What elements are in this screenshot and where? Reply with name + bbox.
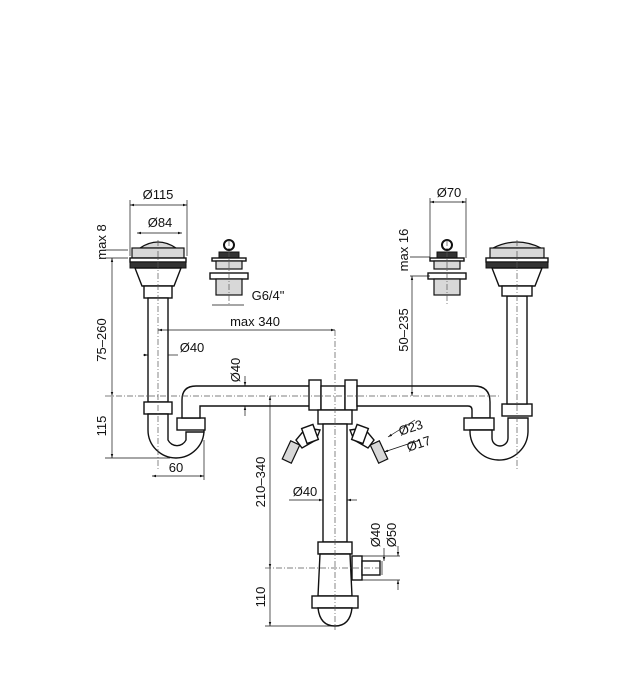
label-trap-offset: 60: [169, 460, 183, 475]
label-max-distance: max 340: [230, 314, 280, 329]
label-left-pipe-diameter: Ø40: [180, 340, 205, 355]
label-right-height: 50–235: [396, 308, 411, 351]
label-outlet-inner: Ø40: [368, 523, 383, 548]
label-left-strainer-inner: Ø84: [148, 215, 173, 230]
label-trap-height: 115: [94, 416, 109, 437]
label-bottle-trap-height: 110: [253, 587, 268, 608]
label-hose-outer: Ø23: [397, 417, 425, 439]
label-hose-inner: Ø17: [405, 433, 433, 455]
right-trap: [356, 295, 533, 461]
label-plug-thread: G6/4": [252, 288, 285, 303]
label-left-strainer-outer: Ø115: [143, 187, 174, 202]
label-right-plug-diameter: Ø70: [437, 185, 462, 200]
label-vertical-range: 210–340: [253, 457, 268, 508]
label-right-flange: max 16: [396, 229, 411, 272]
label-left-flange: max 8: [94, 224, 109, 259]
left-hose-connector: [281, 423, 321, 464]
label-vertical-pipe-diameter: Ø40: [293, 484, 318, 499]
label-horizontal-pipe-diameter: Ø40: [228, 358, 243, 383]
centerlines: [105, 240, 518, 630]
dimension-lines: [105, 198, 467, 627]
label-left-height: 75–260: [94, 318, 109, 361]
label-outlet-outer: Ø50: [384, 523, 399, 548]
right-hose-connector: [349, 423, 389, 464]
tee-fitting: [308, 379, 358, 425]
